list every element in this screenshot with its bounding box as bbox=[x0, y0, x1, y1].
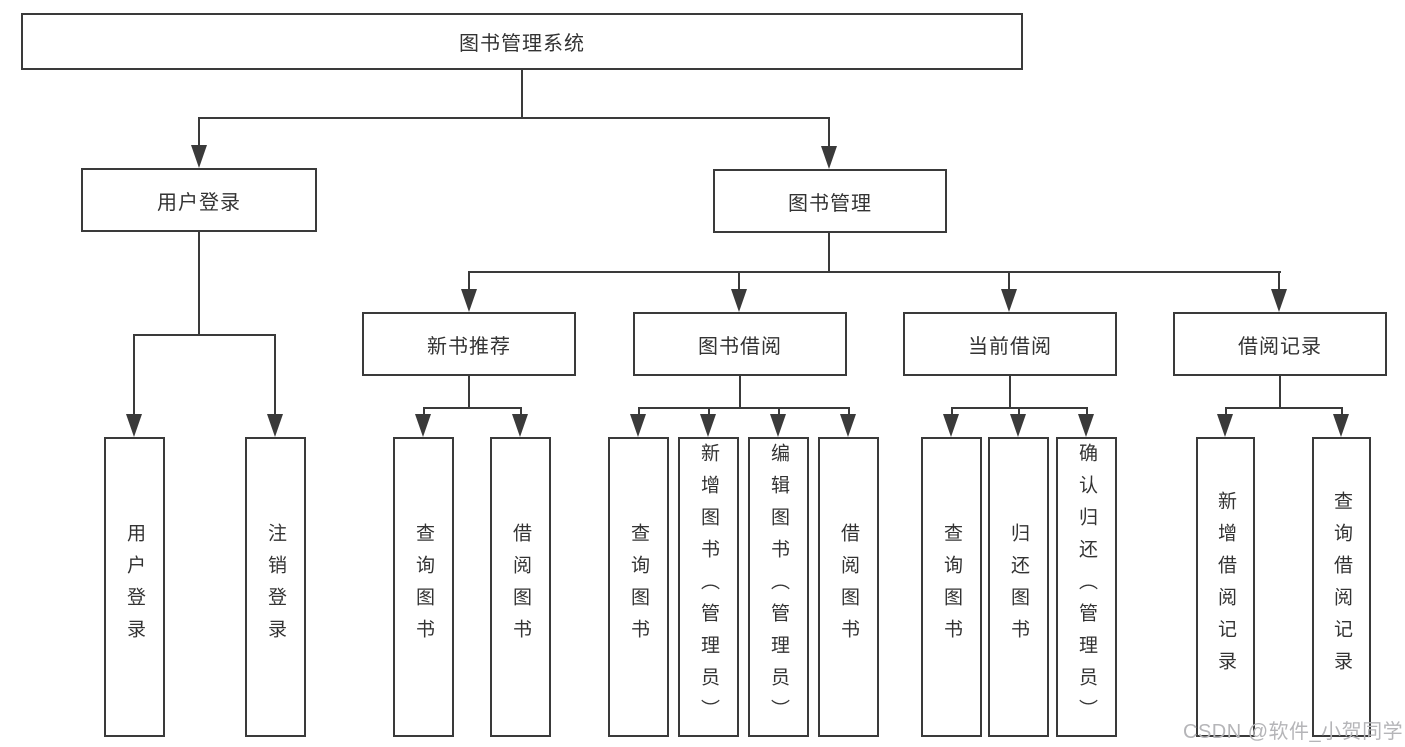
connector-line bbox=[468, 376, 470, 408]
node-label: 编辑图书（管理员） bbox=[768, 443, 789, 731]
connector-line bbox=[1009, 376, 1011, 408]
node-label: 借阅图书 bbox=[510, 523, 531, 651]
connector-line bbox=[198, 232, 200, 335]
node-label: 新书推荐 bbox=[427, 335, 511, 358]
node-label: 图书管理 bbox=[788, 192, 872, 215]
node-library-management-system: 图书管理系统 bbox=[21, 13, 1023, 70]
connector-line bbox=[951, 407, 953, 416]
node-label: 图书借阅 bbox=[698, 335, 782, 358]
leaf-confirm-return-admin: 确认归还（管理员） bbox=[1056, 437, 1117, 737]
leaf-user-login: 用户登录 bbox=[104, 437, 165, 737]
node-label: 查询图书 bbox=[628, 523, 649, 651]
connector-line bbox=[828, 233, 830, 272]
connector-line bbox=[739, 376, 741, 408]
node-label: 注销登录 bbox=[265, 523, 286, 651]
connector-line bbox=[198, 117, 200, 147]
arrowhead-down-icon bbox=[1217, 414, 1233, 437]
node-new-book-recommend: 新书推荐 bbox=[362, 312, 576, 376]
leaf-return-books: 归还图书 bbox=[988, 437, 1049, 737]
node-label: 图书管理系统 bbox=[459, 33, 585, 55]
node-label: 借阅记录 bbox=[1238, 335, 1322, 358]
node-label: 用户登录 bbox=[124, 523, 145, 651]
arrowhead-down-icon bbox=[126, 414, 142, 437]
leaf-query-borrow-record: 查询借阅记录 bbox=[1312, 437, 1371, 737]
connector-line bbox=[848, 407, 850, 416]
leaf-add-borrow-record: 新增借阅记录 bbox=[1196, 437, 1255, 737]
arrowhead-down-icon bbox=[731, 289, 747, 312]
node-label: 新增图书（管理员） bbox=[698, 443, 719, 731]
connector-line bbox=[521, 70, 523, 118]
leaf-edit-books-admin: 编辑图书（管理员） bbox=[748, 437, 809, 737]
connector-line bbox=[1225, 407, 1343, 409]
node-label: 查询图书 bbox=[941, 523, 962, 651]
arrowhead-down-icon bbox=[840, 414, 856, 437]
connector-line bbox=[1018, 407, 1020, 416]
connector-line bbox=[274, 334, 276, 415]
arrowhead-down-icon bbox=[1001, 289, 1017, 312]
connector-line bbox=[1278, 271, 1280, 291]
arrowhead-down-icon bbox=[821, 146, 837, 169]
connector-line bbox=[638, 407, 640, 416]
connector-line bbox=[638, 407, 849, 409]
node-label: 查询借阅记录 bbox=[1331, 491, 1352, 683]
arrowhead-down-icon bbox=[943, 414, 959, 437]
arrowhead-down-icon bbox=[1010, 414, 1026, 437]
connector-line bbox=[423, 407, 521, 409]
arrowhead-down-icon bbox=[630, 414, 646, 437]
leaf-add-books-admin: 新增图书（管理员） bbox=[678, 437, 739, 737]
node-book-management: 图书管理 bbox=[713, 169, 947, 233]
connector-line bbox=[778, 407, 780, 416]
leaf-borrow-books: 借阅图书 bbox=[818, 437, 879, 737]
leaf-query-books-recommend: 查询图书 bbox=[393, 437, 454, 737]
arrowhead-down-icon bbox=[415, 414, 431, 437]
connector-line bbox=[133, 334, 135, 415]
connector-line bbox=[1279, 376, 1281, 408]
node-borrowing-records: 借阅记录 bbox=[1173, 312, 1387, 376]
arrowhead-down-icon bbox=[1333, 414, 1349, 437]
arrowhead-down-icon bbox=[770, 414, 786, 437]
connector-line bbox=[1225, 407, 1227, 416]
leaf-logout: 注销登录 bbox=[245, 437, 306, 737]
leaf-query-books-current: 查询图书 bbox=[921, 437, 982, 737]
connector-line bbox=[1008, 271, 1010, 291]
leaf-borrow-books-recommend: 借阅图书 bbox=[490, 437, 551, 737]
node-user-login: 用户登录 bbox=[81, 168, 317, 232]
node-label: 归还图书 bbox=[1008, 523, 1029, 651]
node-label: 确认归还（管理员） bbox=[1076, 443, 1097, 731]
arrowhead-down-icon bbox=[1271, 289, 1287, 312]
arrowhead-down-icon bbox=[461, 289, 477, 312]
arrowhead-down-icon bbox=[1078, 414, 1094, 437]
connector-line bbox=[708, 407, 710, 416]
node-label: 当前借阅 bbox=[968, 335, 1052, 358]
node-current-borrowing: 当前借阅 bbox=[903, 312, 1117, 376]
connector-line bbox=[520, 407, 522, 416]
connector-line bbox=[738, 271, 740, 291]
connector-line bbox=[198, 117, 830, 119]
arrowhead-down-icon bbox=[267, 414, 283, 437]
connector-line bbox=[1086, 407, 1088, 416]
node-label: 查询图书 bbox=[413, 523, 434, 651]
connector-line bbox=[133, 334, 276, 336]
connector-line bbox=[828, 117, 830, 147]
arrowhead-down-icon bbox=[700, 414, 716, 437]
arrowhead-down-icon bbox=[512, 414, 528, 437]
arrowhead-down-icon bbox=[191, 145, 207, 168]
node-label: 借阅图书 bbox=[838, 523, 859, 651]
connector-line bbox=[423, 407, 425, 416]
connector-line bbox=[468, 271, 1281, 273]
csdn-watermark: CSDN @软件_小贺同学 bbox=[1183, 721, 1404, 743]
leaf-query-books-borrowing: 查询图书 bbox=[608, 437, 669, 737]
connector-line bbox=[1341, 407, 1343, 416]
node-label: 用户登录 bbox=[157, 191, 241, 214]
node-book-borrowing: 图书借阅 bbox=[633, 312, 847, 376]
node-label: 新增借阅记录 bbox=[1215, 491, 1236, 683]
connector-line bbox=[468, 271, 470, 291]
